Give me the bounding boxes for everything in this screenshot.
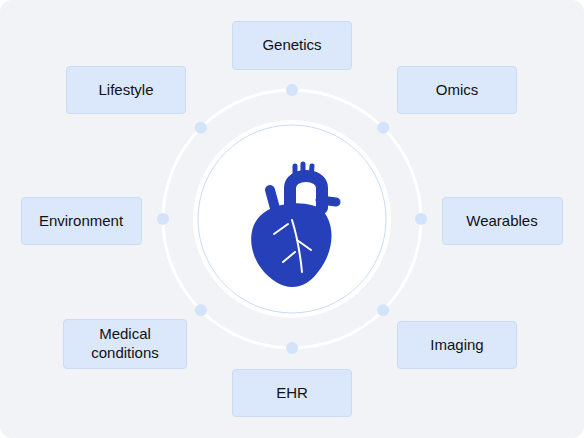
factor-box: Medical conditions	[63, 319, 187, 369]
ring-dot	[286, 342, 298, 354]
coronary-arteries	[274, 220, 311, 272]
factor-label: Medical conditions	[64, 325, 186, 363]
factor-box: Imaging	[397, 321, 517, 369]
factor-box: Wearables	[442, 197, 563, 245]
factor-label: Imaging	[422, 336, 491, 355]
factor-label: EHR	[268, 384, 316, 403]
factor-box: EHR	[232, 369, 352, 417]
ring-dot	[157, 213, 169, 225]
inner-circle	[198, 125, 386, 313]
factor-box: Genetics	[232, 21, 352, 70]
inner-disc	[195, 122, 389, 316]
ring-dot	[286, 84, 298, 96]
aortic-branches	[295, 164, 312, 180]
ring-dots	[157, 84, 427, 354]
heart-icon	[251, 164, 336, 287]
ring-dot	[377, 304, 389, 316]
factor-label: Lifestyle	[90, 81, 161, 100]
ring-dot	[415, 213, 427, 225]
factor-box: Environment	[21, 197, 142, 245]
factor-label: Wearables	[458, 212, 545, 231]
outer-ring	[163, 90, 421, 348]
pulmonary-artery	[320, 200, 336, 202]
ring-dot	[377, 122, 389, 134]
factor-box: Omics	[397, 66, 517, 114]
factor-label: Genetics	[254, 36, 329, 55]
factor-box: Lifestyle	[66, 66, 186, 114]
factor-label: Environment	[31, 212, 131, 231]
heart-body	[251, 203, 331, 287]
ring-dot	[195, 122, 207, 134]
factor-label: Omics	[428, 81, 487, 100]
ring-dot	[195, 304, 207, 316]
